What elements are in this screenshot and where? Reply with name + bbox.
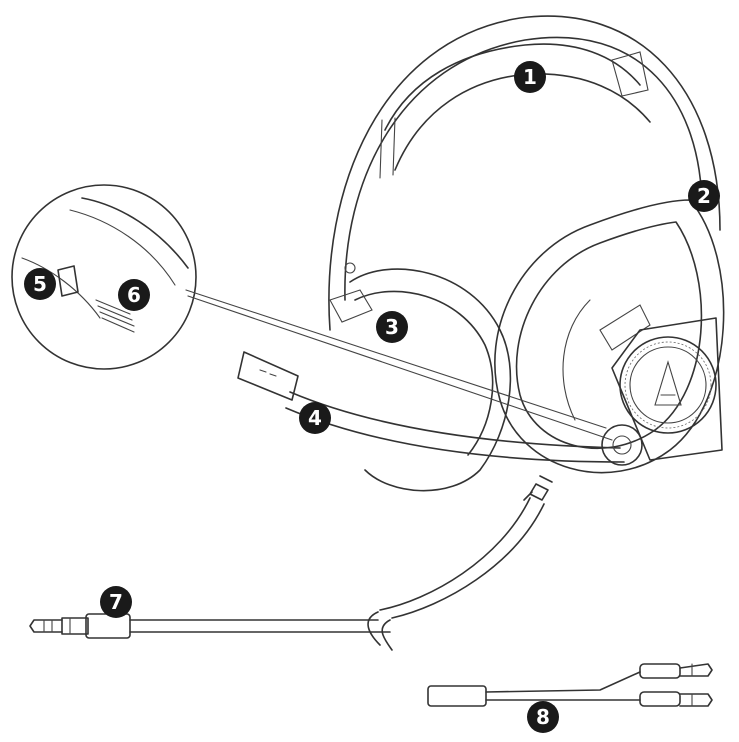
callout-3: 3 [376,311,408,343]
audio-plug [29,613,131,639]
ear-cushion [329,262,512,492]
volume-wheel-detail [95,299,135,333]
callout-number: 7 [109,590,123,614]
callout-1: 1 [514,61,546,93]
detail-magnifier [11,184,613,441]
callout-number: 4 [308,406,322,430]
callout-4: 4 [299,402,331,434]
callout-7: 7 [100,586,132,618]
callout-6: 6 [118,279,150,311]
callout-number: 3 [385,315,399,339]
callout-number: 5 [33,272,47,296]
cable [129,475,553,651]
microphone-boom [237,351,643,466]
callout-number: 1 [523,65,537,89]
earcup [494,199,725,474]
headband [328,15,721,331]
callout-5: 5 [24,268,56,300]
callout-2: 2 [688,180,720,212]
callout-number: 2 [697,184,711,208]
callout-number: 6 [127,283,141,307]
callout-number: 8 [536,705,550,729]
callout-8: 8 [527,701,559,733]
splitter-cable [427,663,713,707]
